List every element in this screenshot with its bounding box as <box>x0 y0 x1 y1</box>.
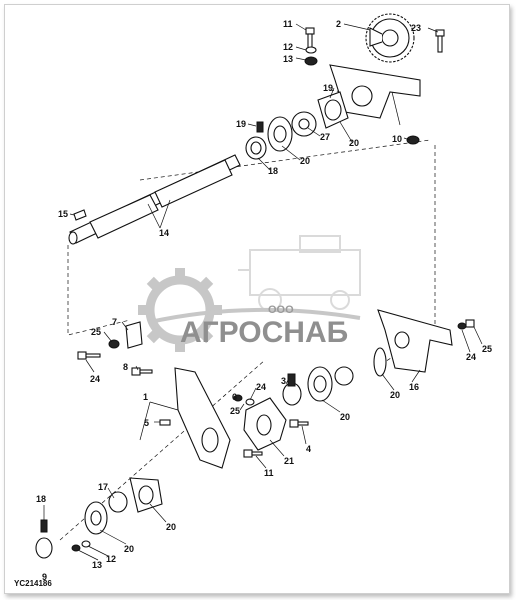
drawing-code: YC214186 <box>14 579 52 588</box>
callout-13-bottom: 13 <box>92 560 102 570</box>
tensioner-arm <box>243 397 287 451</box>
callout-20-lower: 20 <box>340 412 350 422</box>
harvester-watermark-icon <box>238 235 361 312</box>
dashed-guide-lines <box>59 89 436 541</box>
callout-25-mid: 25 <box>230 406 240 416</box>
callout-20-top: 20 <box>349 138 359 148</box>
callout-19-top: 19 <box>323 83 333 93</box>
callout-12-top: 12 <box>283 42 293 52</box>
callout-13-top: 13 <box>283 54 293 64</box>
nut-10 <box>406 135 420 145</box>
callout-9: 9 <box>42 572 47 582</box>
callout-7: 7 <box>112 317 117 327</box>
locking-collar-bottom <box>35 519 53 559</box>
callout-3: 3 <box>281 376 286 386</box>
nut-6 <box>233 394 243 402</box>
locking-collar-lower <box>282 373 302 406</box>
bolt-11-top <box>305 27 315 49</box>
callout-25-right: 25 <box>482 344 492 354</box>
callout-6: 6 <box>232 392 237 402</box>
mounting-bracket-top <box>329 64 421 126</box>
callout-24-left: 24 <box>90 374 100 384</box>
callout-27: 27 <box>320 132 330 142</box>
bearing-flange-right <box>373 347 387 377</box>
callout-2: 2 <box>336 19 341 29</box>
gear-watermark-icon <box>138 268 222 352</box>
bolt-8 <box>131 367 153 376</box>
key-15 <box>73 209 87 221</box>
callout-17: 17 <box>98 482 108 492</box>
callout-18-bottom: 18 <box>36 494 46 504</box>
callout-20-bottom: 20 <box>124 544 134 554</box>
callout-5: 5 <box>144 418 149 428</box>
sprocket <box>365 13 415 63</box>
washer-12-bottom <box>81 540 91 548</box>
bearing-flange-upper <box>317 91 349 129</box>
callout-24-mid: 24 <box>256 382 266 392</box>
drive-shaft <box>68 154 241 245</box>
nut-13-bottom <box>71 544 81 552</box>
callout-11-top: 11 <box>283 19 293 29</box>
nut-25-left <box>108 339 120 349</box>
mounting-bracket-right <box>377 309 453 373</box>
watermark-brand: АГРОСНАБ <box>180 316 348 349</box>
bolt-4 <box>289 419 309 428</box>
bearing-lower-mid <box>334 366 354 386</box>
callout-15: 15 <box>58 209 68 219</box>
callout-16: 16 <box>409 382 419 392</box>
drawing-frame <box>4 4 510 594</box>
support-plate <box>174 367 231 469</box>
bolt-23 <box>435 29 445 53</box>
callout-23: 23 <box>411 23 421 33</box>
callout-20-mid: 20 <box>300 156 310 166</box>
watermark-prefix: ООО <box>268 304 294 316</box>
callout-25-left: 25 <box>91 327 101 337</box>
callout-14: 14 <box>159 228 169 238</box>
callout-18-top: 18 <box>268 166 278 176</box>
callout-20-bottom-right: 20 <box>166 522 176 532</box>
callout-24-right: 24 <box>466 352 476 362</box>
bearing-lower-left <box>108 491 128 513</box>
bolt-5 <box>159 419 171 426</box>
callout-labels: 2 11 23 12 13 19 19 27 20 20 18 10 15 14… <box>36 19 492 582</box>
bearing-flange-lower-left <box>129 477 163 513</box>
callout-10: 10 <box>392 134 402 144</box>
bearing-flange-bottom <box>84 501 108 535</box>
callout-11-lower: 11 <box>264 468 274 478</box>
locking-collar-upper <box>245 136 267 160</box>
callout-21: 21 <box>284 456 294 466</box>
callout-20-right: 20 <box>390 390 400 400</box>
callout-1: 1 <box>143 392 148 402</box>
watermark-logo <box>138 235 361 352</box>
bearing-27 <box>291 111 317 137</box>
bolt-11-lower <box>243 449 263 458</box>
leader-lines <box>43 23 483 561</box>
washer-6 <box>245 398 255 406</box>
callout-8: 8 <box>123 362 128 372</box>
bracket-7 <box>125 321 143 349</box>
callout-4: 4 <box>306 444 311 454</box>
set-screw-19 <box>256 121 264 133</box>
washer-12-top <box>305 46 317 54</box>
bearing-flange-middle <box>267 116 293 152</box>
bearing-flange-lower-mid <box>307 366 333 402</box>
bolt-24-right <box>457 319 475 330</box>
nut-13-top <box>304 56 318 66</box>
bolt-24-left <box>77 351 101 360</box>
callout-12-bottom: 12 <box>106 554 116 564</box>
callout-19-mid: 19 <box>236 119 246 129</box>
